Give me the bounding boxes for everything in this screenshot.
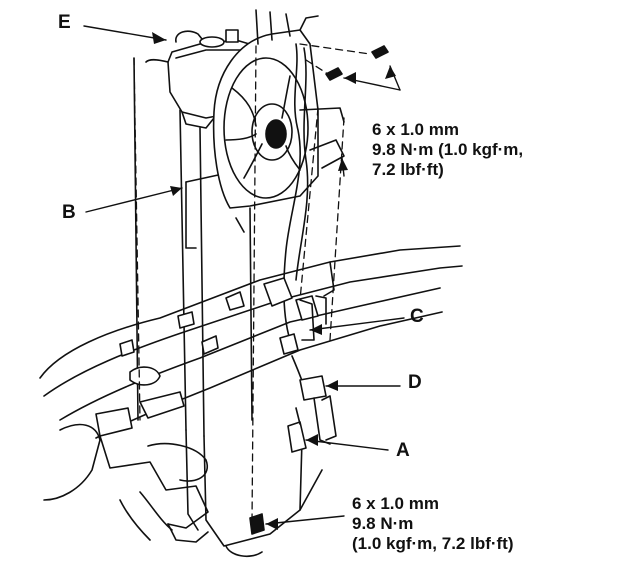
upper-bolts-drawing xyxy=(325,45,389,81)
label-d: D xyxy=(408,372,422,393)
label-c: C xyxy=(410,306,424,327)
torque-spec-upper-torque: 9.8 N·m (1.0 kgf·m, xyxy=(372,140,524,159)
torque-spec-upper-torque-cont: 7.2 lbf·ft) xyxy=(372,160,444,179)
connector-assembly-drawing xyxy=(279,295,337,453)
lower-mount-drawing xyxy=(185,429,323,558)
torque-spec-upper: 6 x 1.0 mm 9.8 N·m (1.0 kgf·m, 7.2 lbf·f… xyxy=(372,120,523,180)
torque-spec-upper-size: 6 x 1.0 mm xyxy=(372,120,459,139)
label-a: A xyxy=(396,440,410,461)
torque-spec-lower-size: 6 x 1.0 mm xyxy=(352,494,439,513)
label-b: B xyxy=(62,202,76,223)
torque-spec-lower-torque-cont: (1.0 kgf·m, 7.2 lbf·ft) xyxy=(352,534,514,553)
torque-spec-lower-torque: 9.8 N·m xyxy=(352,514,414,533)
assembly-guide-lines xyxy=(133,43,371,523)
torque-spec-lower: 6 x 1.0 mm 9.8 N·m (1.0 kgf·m, 7.2 lbf·f… xyxy=(352,494,514,554)
leader-arrowheads xyxy=(152,32,396,530)
lower-left-structure-drawing xyxy=(43,407,209,543)
label-e: E xyxy=(58,12,71,33)
fan-shroud-drawing xyxy=(212,9,345,421)
